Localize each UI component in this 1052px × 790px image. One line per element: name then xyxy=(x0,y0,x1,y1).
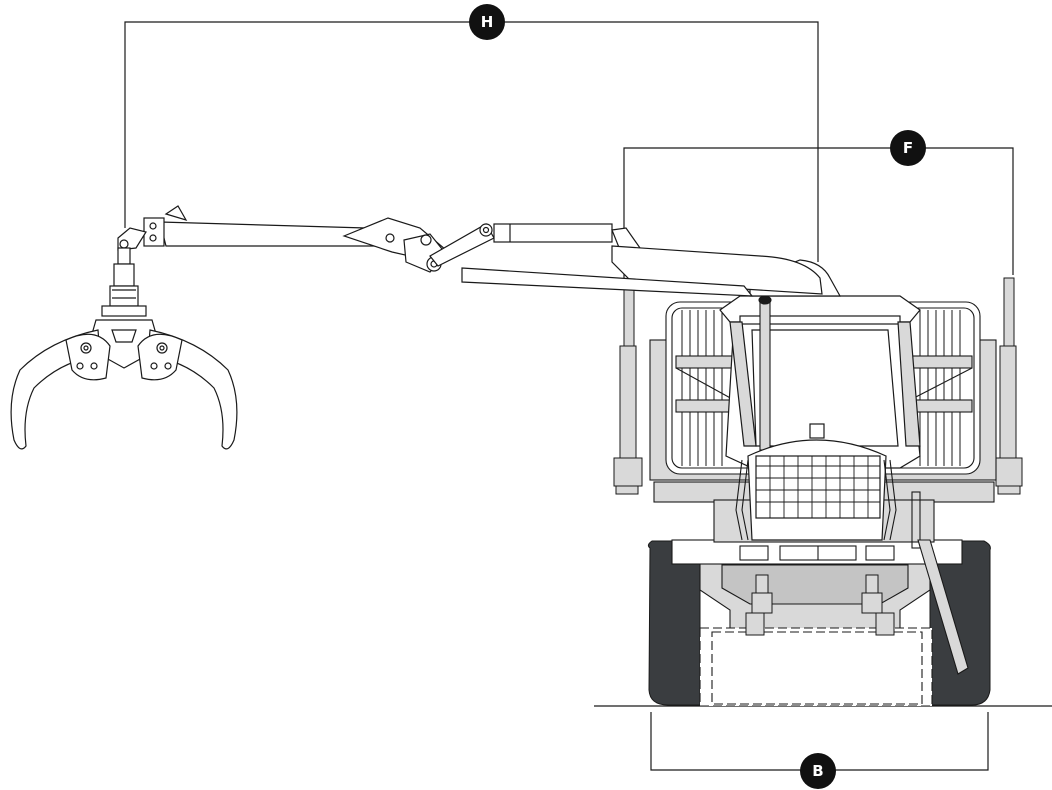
marker-b-label: B xyxy=(812,762,823,780)
crane-link xyxy=(429,223,495,267)
tire-right xyxy=(929,540,991,706)
front-cylinders xyxy=(745,574,895,636)
stanchion-left xyxy=(613,279,643,495)
dimension-f xyxy=(623,147,1014,278)
crane-inner-boom xyxy=(461,245,823,297)
crane-tip xyxy=(117,217,165,251)
front-body xyxy=(699,561,933,707)
crane-outer-boom xyxy=(159,205,382,247)
crane-cylinder xyxy=(493,223,642,251)
grapple-rotator xyxy=(101,247,147,317)
grapple xyxy=(10,319,238,450)
marker-h-label: H xyxy=(481,13,494,31)
marker-b: B xyxy=(800,753,836,789)
grab-handles xyxy=(735,459,921,549)
gate-bars xyxy=(681,310,961,466)
tire-left xyxy=(647,540,701,706)
marker-f-label: F xyxy=(903,139,913,157)
step-arm xyxy=(917,539,969,675)
front-bumper xyxy=(671,539,963,565)
stanchion-right xyxy=(995,277,1023,495)
exhaust-stack xyxy=(758,295,772,451)
cab xyxy=(719,295,921,469)
marker-f: F xyxy=(890,130,926,166)
marker-h: H xyxy=(469,4,505,40)
engine-grille xyxy=(756,456,880,518)
